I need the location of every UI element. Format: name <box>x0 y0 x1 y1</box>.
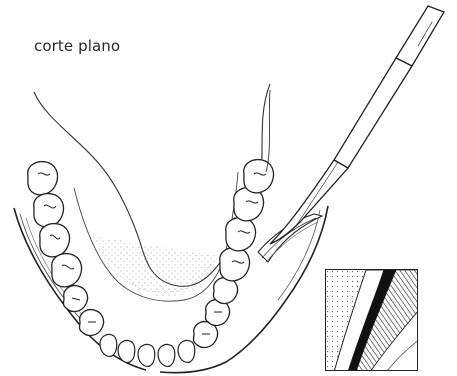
detail-inset <box>325 269 418 371</box>
gingival-section-detail-icon <box>326 270 418 371</box>
scalpel-instrument <box>270 6 444 244</box>
left-teeth <box>28 162 104 336</box>
incisors <box>100 334 195 366</box>
